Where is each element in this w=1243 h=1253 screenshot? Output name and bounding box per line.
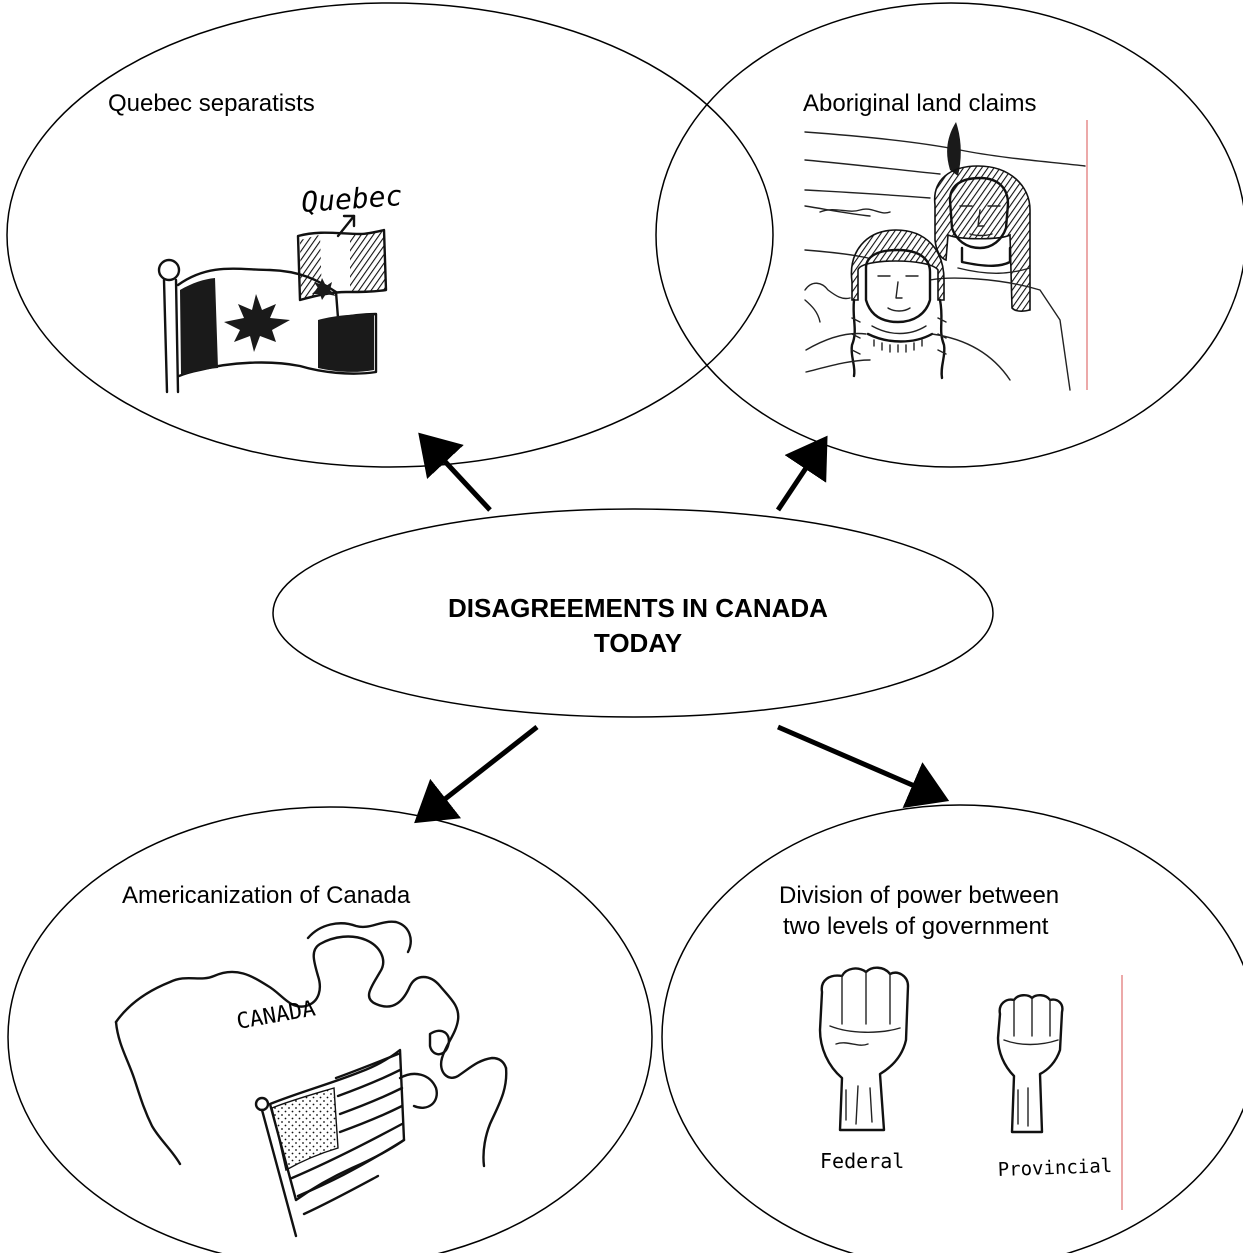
canada-sketch-label: CANADA xyxy=(235,996,318,1034)
federal-fist-icon xyxy=(818,966,910,1132)
americanization-bubble xyxy=(7,806,653,1253)
arrow-to-aboriginal xyxy=(775,435,828,512)
quebec-bubble xyxy=(6,2,774,468)
canada-map-illustration: CANADA xyxy=(114,920,508,1238)
center-bubble xyxy=(272,508,994,718)
arrow-to-quebec xyxy=(418,432,492,512)
aboriginal-bubble xyxy=(655,2,1243,468)
arrow-to-americanization xyxy=(414,725,539,824)
aboriginal-people-illustration xyxy=(804,120,1088,391)
division-bubble xyxy=(661,804,1243,1253)
arrow-to-division xyxy=(777,724,950,809)
center-title-line2: TODAY xyxy=(594,628,682,658)
americanization-title: Americanization of Canada xyxy=(122,882,411,909)
center-title-line1: DISAGREEMENTS IN CANADA xyxy=(448,593,828,623)
quebec-flags-illustration: Quebec xyxy=(157,179,403,394)
provincial-label: Provincial xyxy=(997,1155,1112,1181)
division-title-line1: Division of power between xyxy=(779,882,1059,909)
federal-label: Federal xyxy=(820,1149,904,1173)
fists-illustration: Federal Provincial xyxy=(818,966,1123,1210)
quebec-sketch-label: Quebec xyxy=(300,179,403,219)
aboriginal-title: Aboriginal land claims xyxy=(803,90,1036,117)
division-title-line2: two levels of government xyxy=(783,913,1049,940)
quebec-title: Quebec separatists xyxy=(108,90,315,117)
provincial-fist-icon xyxy=(996,994,1064,1134)
